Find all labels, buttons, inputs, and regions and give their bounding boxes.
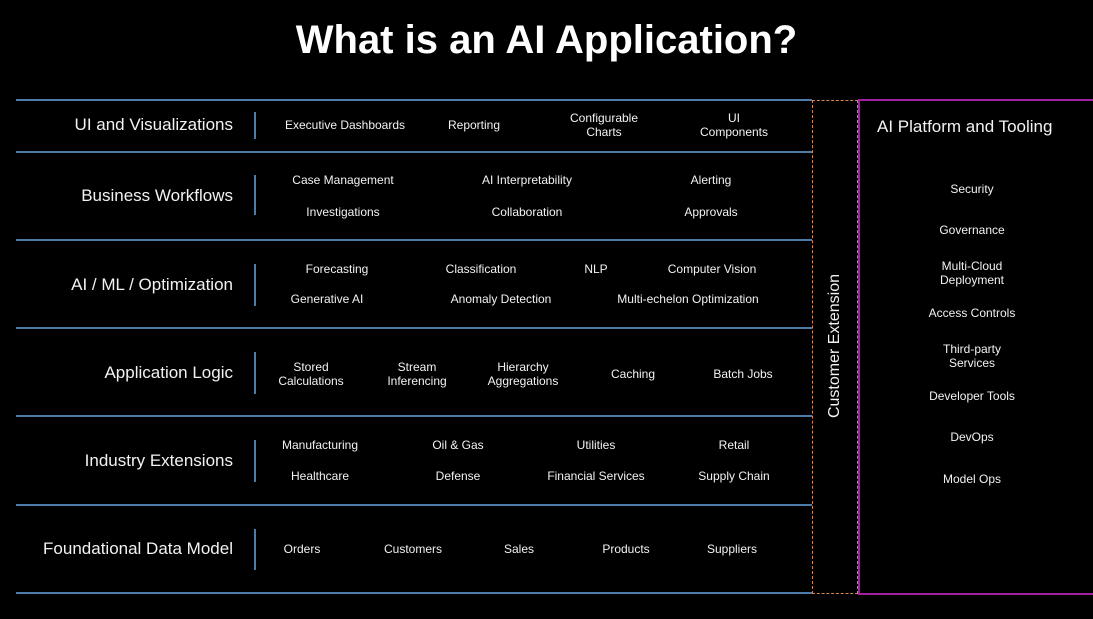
platform-item: Model Ops [942, 472, 1002, 486]
row-separator [254, 175, 256, 215]
row-separator [254, 352, 256, 394]
row-item: Financial Services [547, 469, 645, 483]
row-separator [254, 440, 256, 482]
row-item: Customers [383, 542, 443, 556]
platform-item: Access Controls [928, 306, 1016, 320]
row-item: Batch Jobs [713, 367, 773, 381]
row-item: Stream Inferencing [387, 360, 447, 388]
platform-item: Developer Tools [929, 389, 1015, 403]
row-divider [16, 151, 812, 153]
row-divider [16, 99, 812, 101]
row-item: Defense [435, 469, 481, 483]
row-item: AI Interpretability [481, 173, 573, 187]
row-separator [254, 112, 256, 139]
row-item: Classification [445, 262, 517, 276]
row-item: Suppliers [706, 542, 758, 556]
platform-item: DevOps [950, 430, 994, 444]
row-item: Caching [610, 367, 656, 381]
row-label: AI / ML / Optimization [71, 275, 233, 294]
platform-item: Security [950, 182, 994, 196]
row-item: Forecasting [305, 262, 369, 276]
row-divider [16, 415, 812, 417]
row-item: Multi-echelon Optimization [617, 292, 759, 306]
row-item: Generative AI [290, 292, 364, 306]
row-item: Executive Dashboards [284, 118, 406, 132]
row-item: Orders [283, 542, 321, 556]
row-label: Foundational Data Model [43, 539, 233, 558]
platform-item: Multi-Cloud Deployment [939, 259, 1005, 287]
row-item: Anomaly Detection [450, 292, 552, 306]
row-item: Hierarchy Aggregations [487, 360, 559, 388]
row-item: NLP [584, 262, 608, 276]
row-label: Application Logic [104, 363, 233, 382]
row-label: Business Workflows [81, 186, 233, 205]
row-item: Utilities [576, 438, 616, 452]
slide-title: What is an AI Application? [295, 18, 798, 62]
platform-item: Governance [939, 223, 1005, 237]
row-item: UI Components [699, 111, 769, 139]
row-divider [16, 239, 812, 241]
row-item: Oil & Gas [432, 438, 484, 452]
ai-platform-title: AI Platform and Tooling [877, 117, 1053, 136]
row-divider [16, 327, 812, 329]
row-label: Industry Extensions [84, 451, 233, 470]
customer-extension-label: Customer Extension [826, 273, 843, 419]
platform-item: Third-party Services [942, 342, 1002, 370]
row-separator [254, 529, 256, 570]
row-item: Alerting [690, 173, 732, 187]
row-item: Reporting [447, 118, 501, 132]
row-item: Approvals [684, 205, 738, 219]
row-item: Manufacturing [281, 438, 359, 452]
row-item: Computer Vision [667, 262, 757, 276]
row-separator [254, 264, 256, 306]
row-item: Configurable Charts [569, 111, 639, 139]
row-label: UI and Visualizations [74, 115, 233, 134]
row-item: Healthcare [290, 469, 350, 483]
row-divider [16, 592, 812, 594]
row-item: Products [602, 542, 650, 556]
row-item: Stored Calculations [278, 360, 344, 388]
row-item: Case Management [292, 173, 394, 187]
row-item: Retail [718, 438, 750, 452]
row-divider [16, 504, 812, 506]
ai-platform-box [858, 99, 1093, 595]
row-item: Investigations [306, 205, 380, 219]
row-item: Supply Chain [698, 469, 770, 483]
customer-extension-box [812, 100, 858, 594]
row-item: Sales [503, 542, 535, 556]
row-item: Collaboration [491, 205, 563, 219]
